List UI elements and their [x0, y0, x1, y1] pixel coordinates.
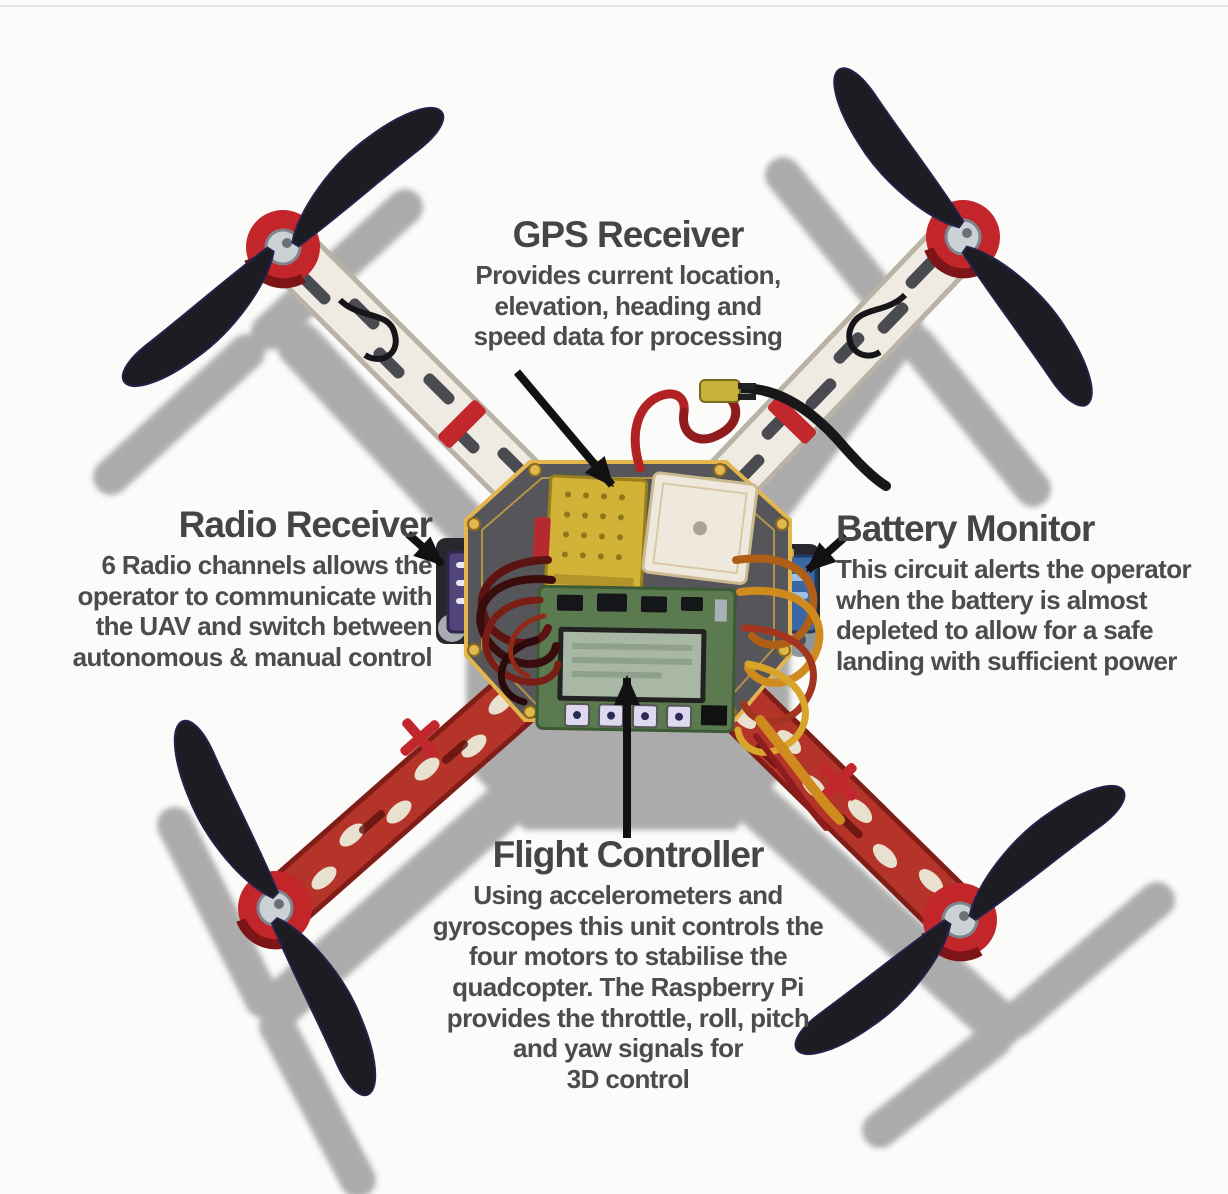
- callout-battery-title: Battery Monitor: [836, 508, 1095, 549]
- radio-arrow: [405, 531, 445, 567]
- battery-arrow: [805, 533, 849, 573]
- callout-flight-title: Flight Controller: [492, 834, 765, 875]
- red-clamp-bottom-left: [400, 718, 440, 758]
- motor-wire-top-left: [337, 297, 399, 362]
- red-band-top-left-arm: [438, 400, 486, 448]
- callout-gps: GPS Receiver Provides current location, …: [328, 214, 928, 352]
- battery-cable: [630, 379, 891, 491]
- wire-bundle-right: [732, 554, 845, 831]
- callout-radio-description: 6 Radio channels allows the operator to …: [72, 549, 433, 672]
- red-clamp-bottom-right: [819, 763, 857, 801]
- callout-battery-description: This circuit alerts the operator when th…: [836, 553, 1192, 676]
- gps-antenna: [641, 471, 759, 586]
- callout-battery: Battery Monitor This circuit alerts the …: [836, 508, 1216, 677]
- motor-hub-bottom-left: [236, 871, 312, 950]
- callout-arrows: [405, 369, 849, 838]
- wire-bundle-left: [476, 556, 562, 706]
- gps-arrow: [513, 369, 616, 488]
- motor-wire-top-right: [846, 292, 908, 359]
- callout-flight-description: Using accelerometers and gyroscopes this…: [432, 879, 824, 1094]
- callout-gps-title: GPS Receiver: [512, 214, 745, 255]
- callout-flight: Flight Controller Using accelerometers a…: [308, 834, 948, 1095]
- callout-radio-title: Radio Receiver: [178, 504, 433, 545]
- flight-controller-board: [535, 584, 737, 734]
- callout-gps-description: Provides current location, elevation, he…: [473, 259, 783, 352]
- t-plug-connector: [699, 379, 741, 403]
- callout-radio: Radio Receiver 6 Radio channels allows t…: [16, 504, 433, 673]
- top-border-line: [0, 5, 1228, 7]
- red-band-top-right-arm: [767, 396, 817, 444]
- gps-board: [532, 474, 649, 596]
